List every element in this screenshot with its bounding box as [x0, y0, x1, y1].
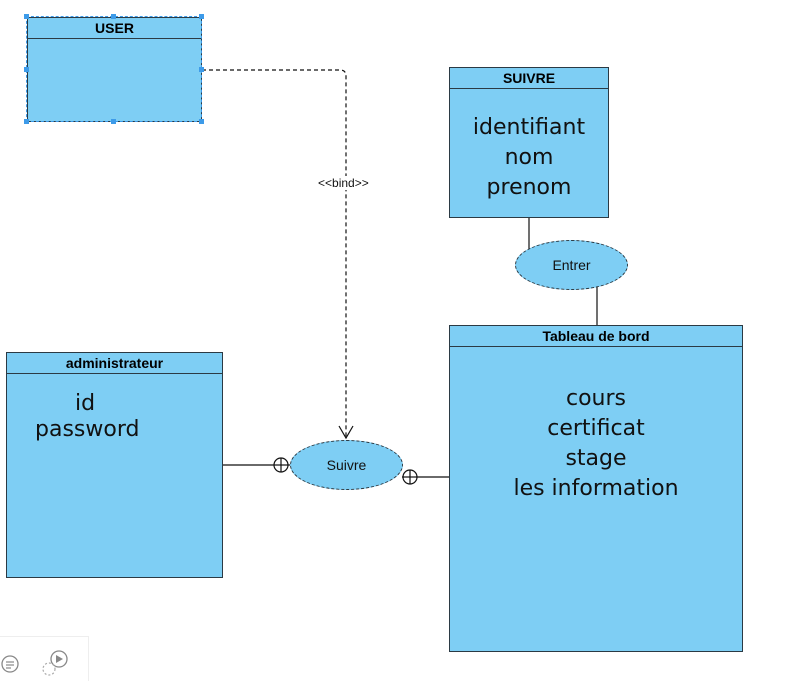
selection-handle[interactable]	[24, 119, 29, 124]
entity-admin-title: administrateur	[7, 353, 222, 374]
bind-arrowhead	[338, 425, 354, 440]
entity-tableau-title: Tableau de bord	[450, 326, 742, 347]
entity-administrateur[interactable]: administrateur id password	[6, 352, 223, 578]
attribute: password	[35, 417, 140, 442]
entity-user-title: USER	[28, 18, 201, 39]
attribute: identifiant	[472, 115, 586, 140]
selection-handle[interactable]	[24, 14, 29, 19]
attribute: certificat	[547, 416, 645, 441]
bind-connector[interactable]	[202, 69, 347, 438]
bottom-toolbar	[0, 636, 89, 681]
entity-suivre-title: SUIVRE	[450, 68, 608, 89]
association-entrer[interactable]: Entrer	[515, 240, 628, 290]
crow-one-icon-left	[273, 457, 289, 473]
attribute: cours	[565, 386, 626, 411]
attribute: nom	[504, 145, 554, 170]
entity-tableau-attributes: cours certificat stage les information	[450, 347, 742, 504]
selection-handle[interactable]	[111, 119, 116, 124]
selection-handle[interactable]	[199, 14, 204, 19]
entity-user[interactable]: USER	[27, 17, 202, 122]
entity-tableau-de-bord[interactable]: Tableau de bord cours certificat stage l…	[449, 325, 743, 652]
entity-suivre-attributes: identifiant nom prenom	[450, 89, 608, 203]
selection-handle[interactable]	[199, 119, 204, 124]
comment-icon[interactable]	[0, 654, 20, 674]
selection-handle[interactable]	[24, 67, 29, 72]
attribute: id	[75, 391, 96, 416]
attribute: prenom	[486, 175, 572, 200]
entity-admin-attributes: id password	[7, 374, 222, 443]
association-suivre[interactable]: Suivre	[290, 440, 403, 490]
play-icon[interactable]	[40, 649, 70, 679]
selection-handle[interactable]	[111, 14, 116, 19]
selection-handle[interactable]	[199, 67, 204, 72]
attribute: les information	[513, 476, 679, 501]
attribute: stage	[565, 446, 627, 471]
bind-stereotype-label: <<bind>>	[317, 176, 370, 190]
crow-one-icon-right	[402, 469, 418, 485]
entity-suivre[interactable]: SUIVRE identifiant nom prenom	[449, 67, 609, 218]
